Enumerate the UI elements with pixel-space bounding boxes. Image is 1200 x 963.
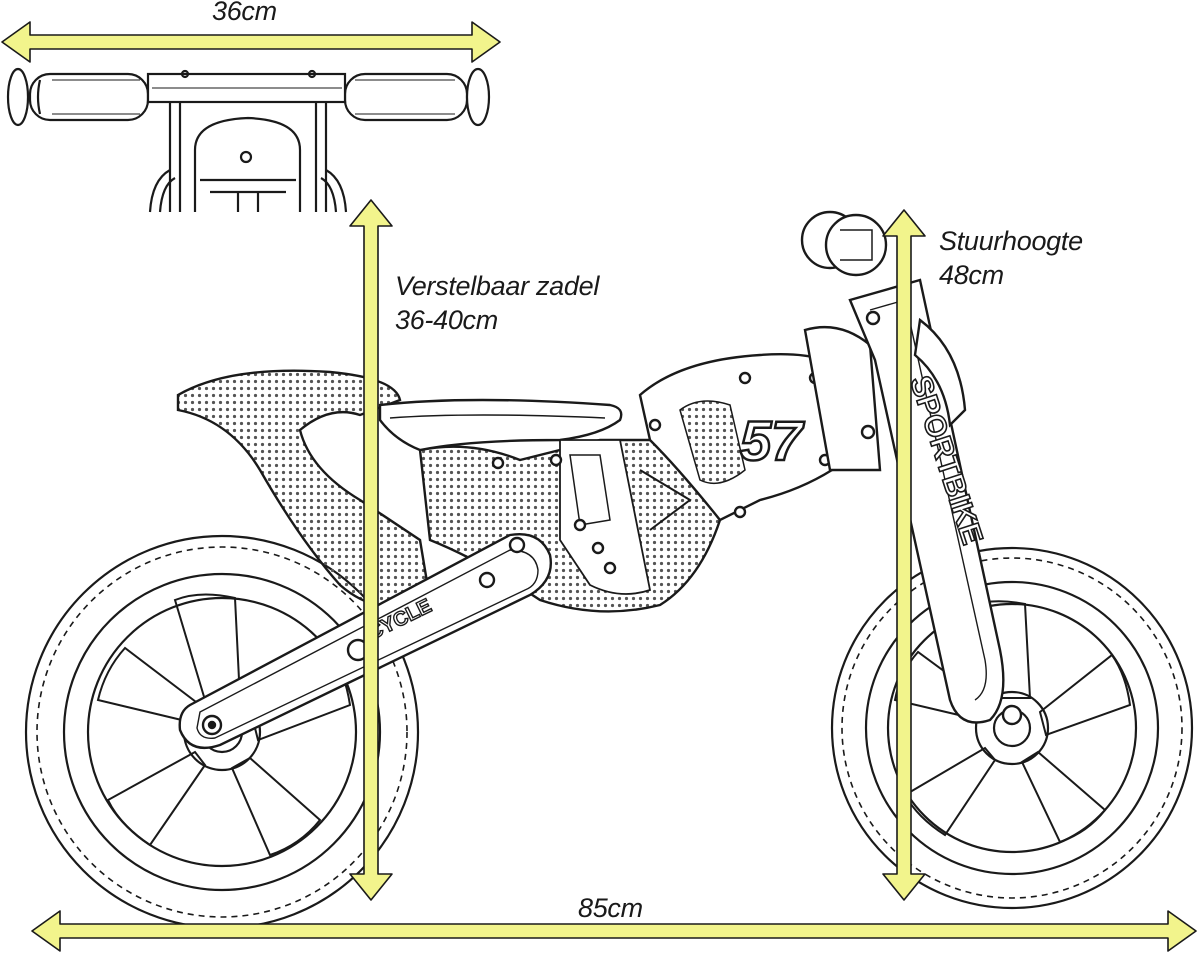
front-wheel	[830, 546, 1194, 910]
seat-title: Verstelbaar zadel	[395, 271, 600, 301]
dimension-arrows	[1, 21, 1197, 952]
arrow-seat-height	[349, 199, 393, 901]
seat-height-label: Verstelbaar zadel 36-40cm	[395, 269, 599, 337]
handlebar-width-label: 36cm	[212, 0, 277, 26]
race-number: 57	[740, 409, 805, 472]
arrow-total-length	[31, 910, 1197, 952]
handlebar-top-view	[6, 67, 491, 213]
arrow-handlebar-height	[882, 209, 926, 901]
seat-range: 36-40cm	[395, 305, 498, 335]
handlebar-height-title: Stuurhoogte	[939, 226, 1083, 256]
arrow-handlebar-width	[1, 21, 501, 63]
handlebar-height-value: 48cm	[939, 260, 1004, 290]
total-length-label: 85cm	[578, 893, 643, 923]
handlebar-height-label: Stuurhoogte 48cm	[939, 224, 1083, 292]
